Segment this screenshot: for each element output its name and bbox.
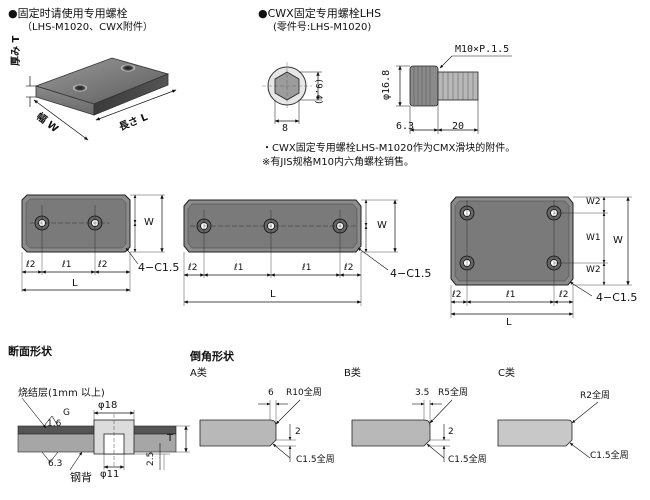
roughness-bottom: 6.3 <box>48 459 63 469</box>
chamfer-b-radius: R5全周 <box>438 388 468 398</box>
plate2-chamfer: 4−C1.5 <box>390 267 432 280</box>
plate2-l1-a: ℓ1 <box>234 263 244 273</box>
chamfer-b-width: 3.5 <box>415 388 430 398</box>
bolt-header-subtitle: (零件号:LHS-M1020) <box>273 22 372 33</box>
chamfer-a-radius: R10全周 <box>286 388 322 398</box>
plate-three-hole <box>183 199 398 306</box>
chamfer-c-chamfer: C1.5全周 <box>590 451 629 461</box>
chamfer-a-height: 2 <box>295 427 301 437</box>
bolt-end-view <box>262 62 322 124</box>
chamfer-b-label: B类 <box>344 368 361 379</box>
plate2-length: L <box>270 289 276 300</box>
cross-section <box>17 397 190 471</box>
plate3-chamfer: 4−C1.5 <box>596 291 638 304</box>
plate-header-title: ●固定时请使用专用螺栓 <box>8 7 128 20</box>
bolt-note-1: ・CWX固定专用螺栓LHS-M1020作为CMX滑块的附件。 <box>262 143 516 154</box>
bolt-thread-dim: M10×P.1.5 <box>455 44 510 55</box>
plate3-w1: W1 <box>586 233 601 243</box>
bolt-hex-dim: (9.4) <box>313 78 323 106</box>
plate3-w2-top: W2 <box>586 197 601 207</box>
depth-dim: 2.5 <box>146 451 156 466</box>
counterbore-dim: φ18 <box>98 400 118 411</box>
bolt-shank-len-dim: 20 <box>452 121 465 132</box>
roughness-top: 1.6 <box>47 419 62 429</box>
thickness-dim: T <box>167 433 174 444</box>
chamfer-c-label: C类 <box>498 368 515 379</box>
plate-header-subtitle: （LHS-M1020、CWX附件） <box>22 22 153 33</box>
plate3-w2-bottom: W2 <box>586 265 601 275</box>
plate3-l1: ℓ1 <box>506 290 516 300</box>
plate1-chamfer: 4−C1.5 <box>138 261 180 274</box>
section-title: 断面形状 <box>8 345 52 358</box>
plate1-l2-right: ℓ2 <box>98 260 108 270</box>
bolt-head-len-dim: 6.3 <box>396 121 415 132</box>
chamfer-c <box>497 401 599 459</box>
sinter-layer-label: 烧结层(1mm 以上) <box>18 388 105 399</box>
plate1-l1: ℓ1 <box>62 260 72 270</box>
chamfer-c-radius: R2全周 <box>580 391 610 401</box>
hole-dim: φ11 <box>100 469 120 480</box>
bolt-header-title: ●CWX固定专用螺栓LHS <box>258 7 382 20</box>
plate-hole <box>73 84 87 92</box>
chamfer-a-chamfer: C1.5全周 <box>296 455 335 465</box>
plate3-l2-right: ℓ2 <box>559 290 569 300</box>
bolt-head-dia-dim: φ16.8 <box>381 69 392 100</box>
chamfer-a <box>199 399 301 462</box>
bolt-hex-across-dim: 8 <box>282 123 289 134</box>
plate-hole <box>121 64 135 72</box>
plate1-l2-left: ℓ2 <box>26 260 36 270</box>
plate3-length: L <box>506 317 512 328</box>
plate2-l2-right: ℓ2 <box>344 263 354 273</box>
plate1-width: W <box>144 217 154 228</box>
chamfer-a-label: A类 <box>190 368 207 379</box>
backing-label: 钢背 <box>70 471 92 484</box>
bolt-note-2: ※有JIS规格M10内六角螺栓销售。 <box>262 157 414 168</box>
chamfer-b-height: 2 <box>448 427 454 437</box>
plate3-width: W <box>613 235 623 246</box>
plate2-l2-left: ℓ2 <box>188 263 198 273</box>
chamfer-b <box>351 399 453 462</box>
chamfer-a-width: 6 <box>268 388 274 398</box>
plate2-width: W <box>377 220 387 231</box>
plate-four-hole <box>450 196 632 318</box>
plate1-length: L <box>72 278 78 289</box>
plate-two-hole <box>21 194 165 292</box>
plate-isometric <box>26 57 177 141</box>
plate-thickness-label: 厚み T <box>11 35 22 66</box>
bolt-side-view <box>396 55 512 134</box>
chamfer-b-chamfer: C1.5全周 <box>448 455 487 465</box>
plate3-l2-left: ℓ2 <box>452 290 462 300</box>
g-mark: G <box>63 408 70 418</box>
chamfer-title: 倒角形状 <box>190 350 234 363</box>
plate2-l1-b: ℓ1 <box>302 263 312 273</box>
